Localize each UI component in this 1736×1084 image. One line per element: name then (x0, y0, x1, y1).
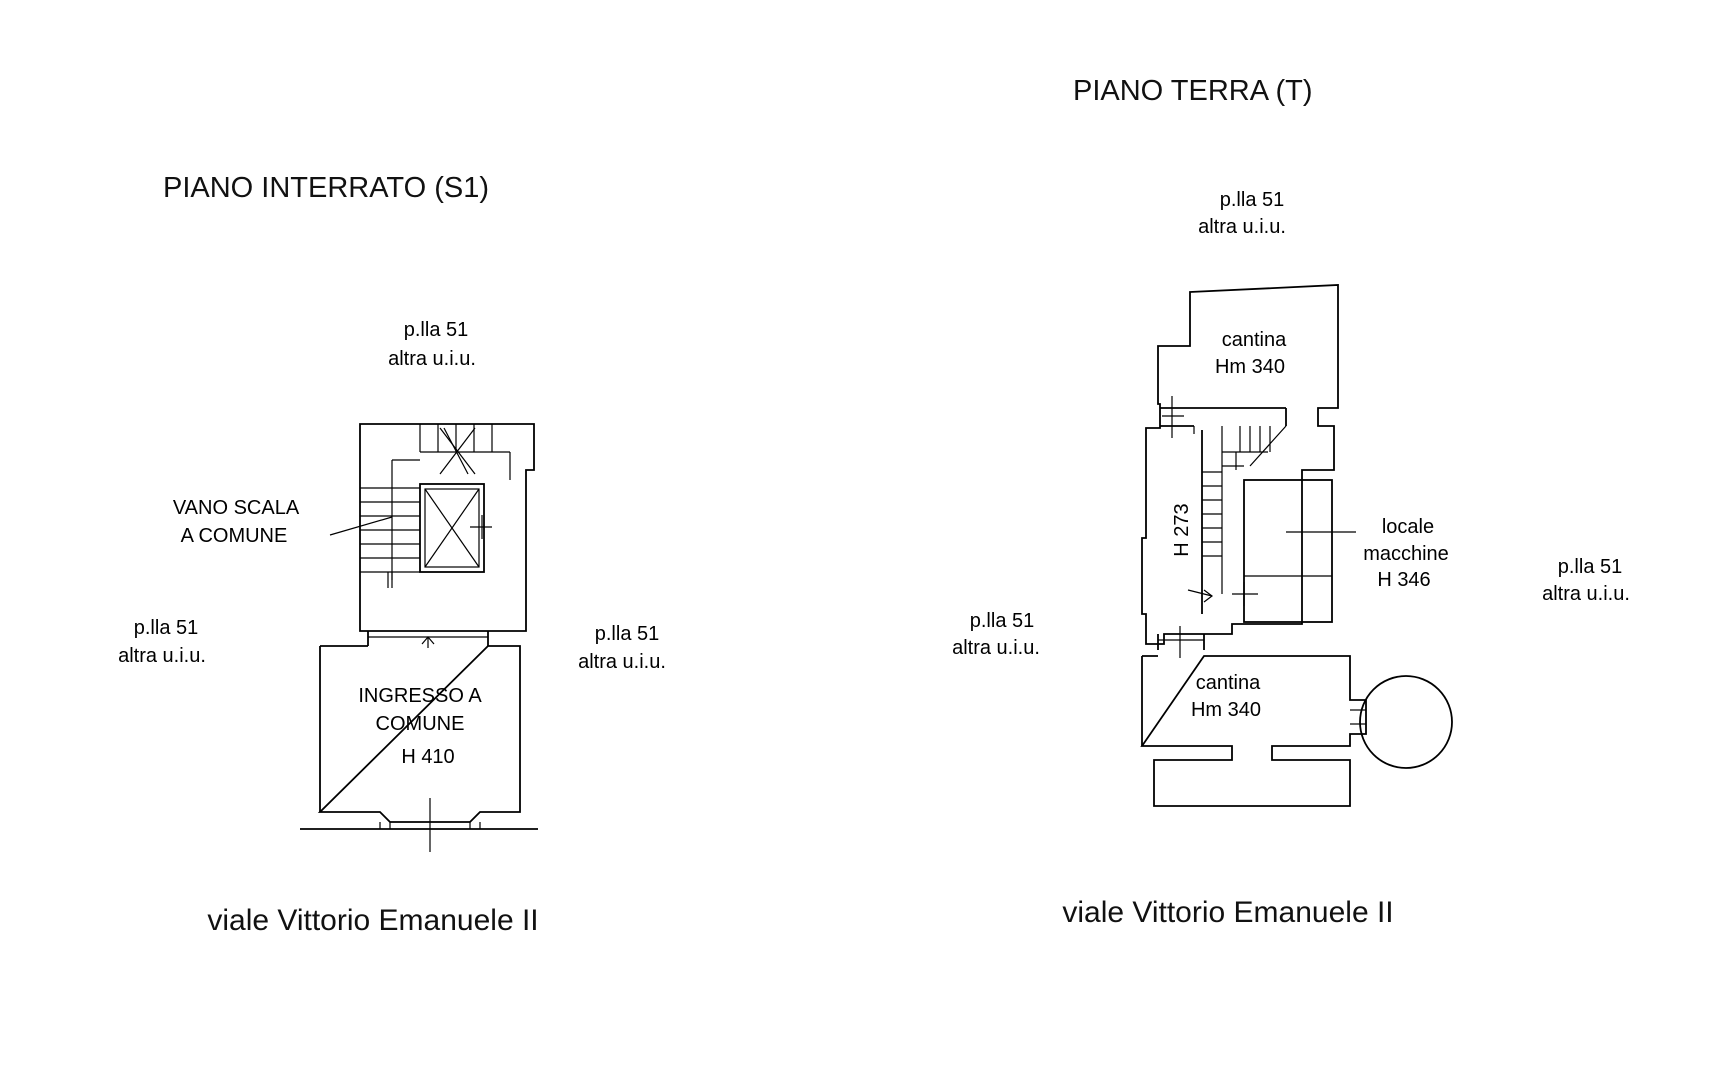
ground-title: PIANO TERRA (T) (1073, 75, 1313, 107)
basement-neighbor-left-parcel: p.lla 51 (134, 617, 199, 639)
ground-neighbor-top-note: altra u.i.u. (1198, 216, 1286, 238)
basement-stair-block (359, 423, 535, 632)
basement-neighbor-right-parcel: p.lla 51 (595, 623, 660, 645)
basement-stair-label-line1: VANO SCALA (173, 497, 300, 519)
basement-neighbor-right-note: altra u.i.u. (578, 651, 666, 673)
basement-stair-leader (329, 516, 393, 536)
basement-plan: PIANO INTERRATO (S1) p.lla 51 altra u.i.… (118, 172, 666, 937)
ground-neighbor-left-note: altra u.i.u. (952, 637, 1040, 659)
ground-machine-room-height: H 346 (1377, 569, 1430, 591)
ground-machine-room-line1: locale (1382, 516, 1434, 538)
basement-stair-label-line2: A COMUNE (181, 525, 288, 547)
basement-neighbor-left-note: altra u.i.u. (118, 645, 206, 667)
ground-round-feature (1359, 675, 1453, 769)
basement-passage (367, 631, 489, 648)
ground-cellar-bottom-name: cantina (1196, 672, 1261, 694)
ground-neighbor-left-parcel: p.lla 51 (970, 610, 1035, 632)
basement-title: PIANO INTERRATO (S1) (163, 172, 489, 204)
basement-neighbor-top-parcel: p.lla 51 (404, 319, 469, 341)
ground-neighbor-top-parcel: p.lla 51 (1220, 189, 1285, 211)
ground-neighbor-right-note: altra u.i.u. (1542, 583, 1630, 605)
ground-corridor-height: H 273 (1171, 503, 1193, 556)
basement-neighbor-top-note: altra u.i.u. (388, 348, 476, 370)
ground-plan: PIANO TERRA (T) p.lla 51 altra u.i.u. ca… (952, 75, 1630, 929)
ground-building-outline (1141, 284, 1339, 645)
basement-entrance-line2: COMUNE (376, 713, 465, 735)
ground-machine-room (1243, 479, 1333, 623)
ground-stairs (1202, 425, 1287, 594)
ground-cellar-top-name: cantina (1222, 329, 1287, 351)
ground-cellar-top-height: Hm 340 (1215, 356, 1285, 378)
ground-cellar-bottom (1140, 655, 1367, 807)
basement-street-name: viale Vittorio Emanuele II (207, 904, 538, 937)
ground-street-name: viale Vittorio Emanuele II (1062, 896, 1393, 929)
ground-neighbor-right-parcel: p.lla 51 (1558, 556, 1623, 578)
ground-cellar-bottom-height: Hm 340 (1191, 699, 1261, 721)
basement-entrance-line1: INGRESSO A (358, 685, 482, 707)
ground-machine-room-line2: macchine (1363, 543, 1449, 565)
basement-entrance-height: H 410 (401, 746, 454, 768)
